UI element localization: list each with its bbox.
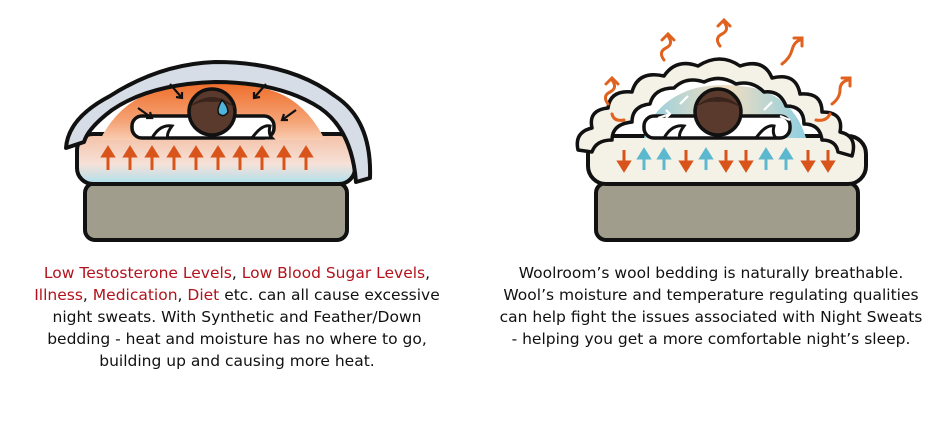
sweat-drop-icon — [217, 98, 229, 117]
wool-bedding-illustration — [575, 17, 868, 242]
highlight-term: Diet — [187, 286, 220, 304]
rising-heat-arrows — [100, 145, 314, 170]
highlight-term: Low Testosterone Levels — [43, 264, 232, 282]
wool-bedding-caption: Woolroom’s wool bedding is naturally bre… — [499, 264, 923, 348]
synthetic-duvet — [64, 60, 373, 184]
bed-base — [594, 181, 860, 242]
synthetic-bedding-illustration — [64, 60, 373, 242]
highlight-term: Medication — [92, 286, 178, 304]
wool-bedding-panel: Woolroom’s wool bedding is naturally bre… — [474, 0, 948, 428]
circulation-arrows — [657, 95, 791, 122]
sleeper-head — [693, 87, 743, 137]
highlight-term: Low Blood Sugar Levels — [241, 264, 426, 282]
escaping-heat-arrows — [603, 17, 852, 122]
highlight-term: Illness — [34, 286, 83, 304]
caption-body: etc. can all cause excessive night sweat… — [47, 286, 440, 370]
regulating-arrows — [616, 147, 836, 173]
synthetic-bedding-caption: Low Testosterone Levels, Low Blood Sugar… — [34, 264, 440, 370]
mattress-topper — [75, 132, 357, 186]
bed-base — [83, 181, 349, 242]
wool-duvet — [575, 57, 856, 158]
synthetic-bedding-panel: Low Testosterone Levels, Low Blood Sugar… — [34, 60, 440, 370]
trapped-heat-arrows — [137, 83, 297, 122]
